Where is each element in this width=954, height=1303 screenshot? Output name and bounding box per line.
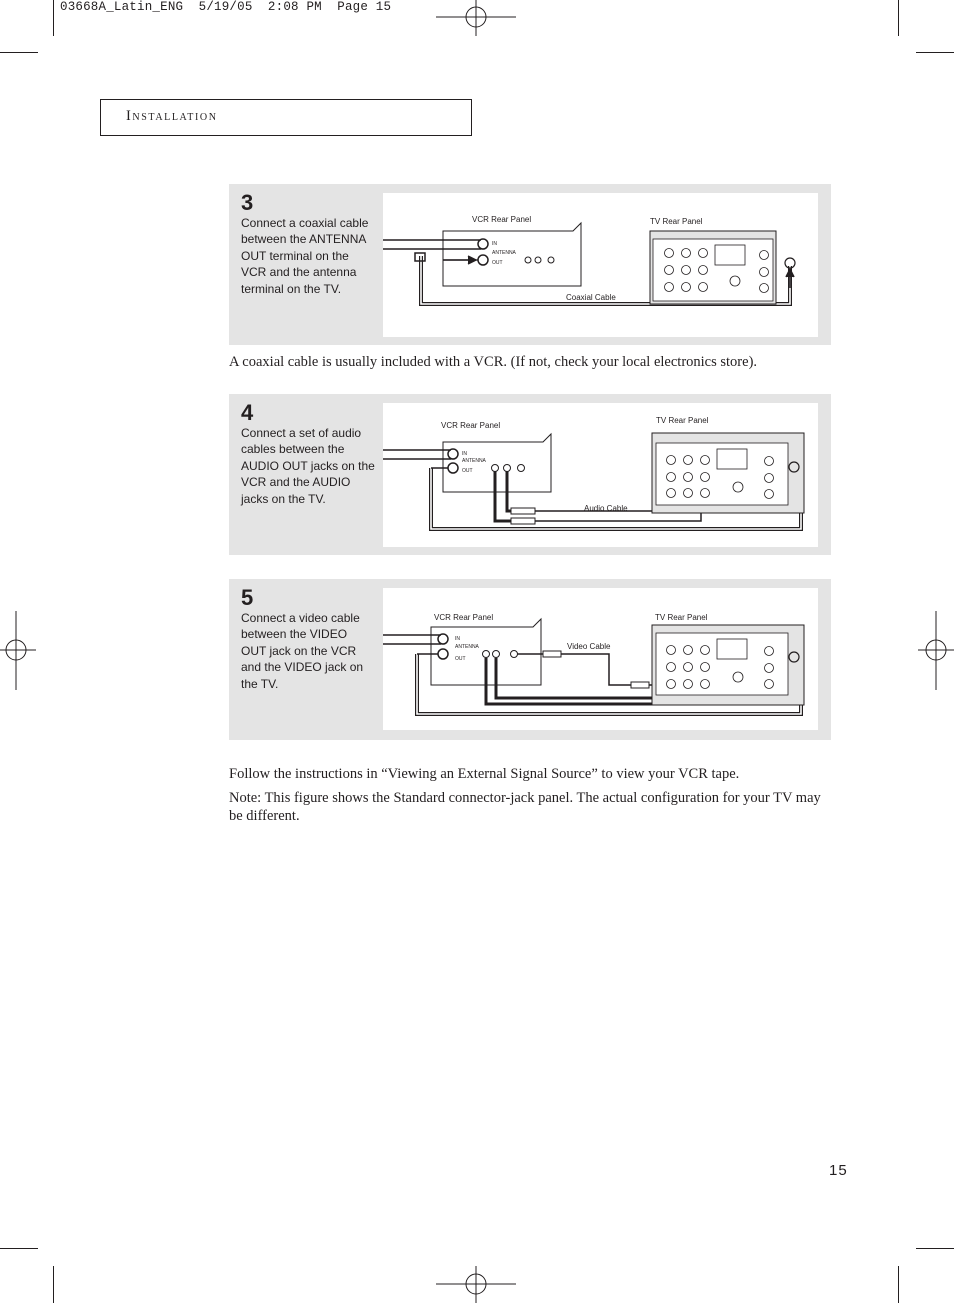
crop-mark <box>0 52 38 53</box>
crop-mark <box>53 0 54 36</box>
connection-diagram: IN ANTENNA OUT VCR Rear Panel TV Rear Pa… <box>383 193 818 337</box>
step-number: 3 <box>241 190 254 215</box>
figure-note-text: Note: This figure shows the Standard con… <box>229 790 821 824</box>
coaxial-note: A coaxial cable is usually included with… <box>229 354 758 370</box>
step-5-panel: 5 Connect a video cable between the VIDE… <box>229 579 831 740</box>
vcr-in-label: IN <box>462 451 467 457</box>
crop-mark <box>0 1248 38 1249</box>
section-header-box <box>100 99 472 136</box>
vcr-rear-panel-label: VCR Rear Panel <box>434 613 494 622</box>
page-number: 15 <box>829 1162 848 1179</box>
vcr-out-label: OUT <box>462 468 473 474</box>
cable-label: Audio Cable <box>584 504 628 513</box>
crop-mark <box>898 1266 899 1303</box>
vcr-antenna-label: ANTENNA <box>492 250 517 256</box>
step-3-panel: 3 Connect a coaxial cable between the AN… <box>229 184 831 345</box>
step-number: 5 <box>241 585 254 610</box>
vcr-in-label: IN <box>455 636 460 642</box>
follow-instructions-text: Follow the instructions in “Viewing an E… <box>229 766 740 782</box>
step-instruction: Connect a set of audio cables between th… <box>241 426 375 506</box>
crop-mark <box>53 1266 54 1303</box>
connection-diagram: IN ANTENNA OUT VCR Rear Panel TV Rear Pa… <box>383 588 818 730</box>
vcr-rear-panel-label: VCR Rear Panel <box>441 421 501 430</box>
step-instruction: Connect a video cable between the VIDEO … <box>241 611 364 691</box>
vcr-rear-panel-label: VCR Rear Panel <box>472 215 532 224</box>
crop-mark <box>898 0 899 36</box>
cable-label: Coaxial Cable <box>566 293 616 302</box>
crop-mark <box>916 1248 954 1249</box>
vcr-antenna-label: ANTENNA <box>455 644 480 650</box>
vcr-out-label: OUT <box>455 656 466 662</box>
connection-diagram: IN ANTENNA OUT VCR Rear Panel TV Rear Pa… <box>383 403 818 547</box>
section-title: Installation <box>126 108 218 124</box>
tv-rear-panel-label: TV Rear Panel <box>650 217 703 226</box>
vcr-out-label: OUT <box>492 260 503 266</box>
slug-line: 03668A_Latin_ENG 5/19/05 2:08 PM Page 15 <box>60 0 392 14</box>
step-number: 4 <box>241 400 254 425</box>
vcr-antenna-label: ANTENNA <box>462 458 487 464</box>
vcr-in-label: IN <box>492 241 497 247</box>
cable-label: Video Cable <box>567 642 611 651</box>
step-instruction: Connect a coaxial cable between the ANTE… <box>241 216 369 296</box>
step-4-panel: 4 Connect a set of audio cables between … <box>229 394 831 555</box>
tv-rear-panel-label: TV Rear Panel <box>655 613 708 622</box>
crop-mark <box>916 52 954 53</box>
tv-rear-panel-label: TV Rear Panel <box>656 416 709 425</box>
